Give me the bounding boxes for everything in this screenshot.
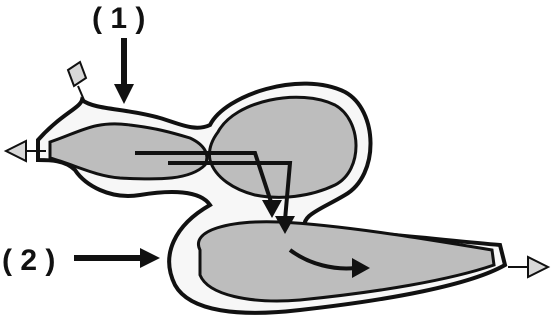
label-1: ( 1 ) [92,2,145,35]
label-2: ( 2 ) [2,244,55,277]
arrow-icon-label-1 [114,38,134,104]
diamond-arrow-icon-top [68,62,86,100]
lumen-lower [198,222,494,301]
diamond-arrow-icon-right [508,257,548,277]
arrow-icon-label-2 [74,248,160,268]
